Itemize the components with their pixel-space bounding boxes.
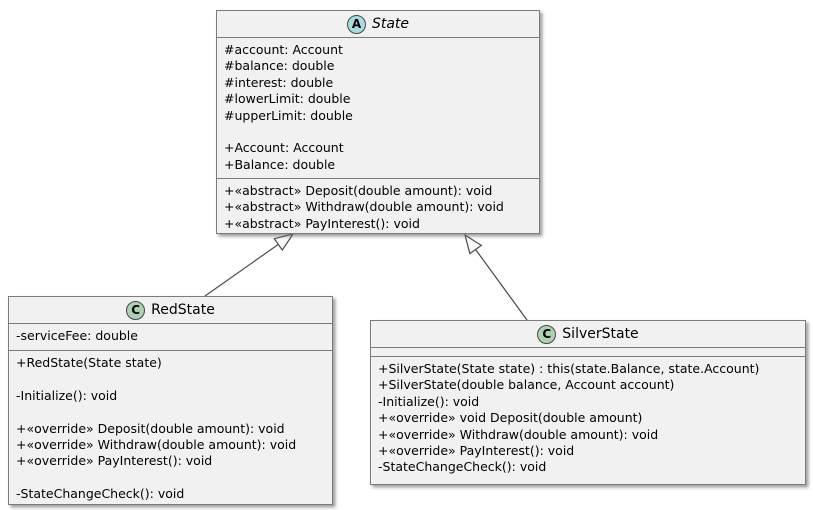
inheritance-arrow-silverstate-to-state	[464, 233, 528, 321]
method-row: +SilverState(State state) : this(state.B…	[378, 361, 760, 376]
attribute-row: #balance: double	[224, 58, 335, 74]
class-header-redstate: C RedState	[9, 297, 332, 324]
attribute-row: #interest: double	[224, 74, 334, 90]
method-row: +«abstract» Withdraw(double amount): voi…	[224, 199, 504, 215]
method-row: -StateChangeCheck(): void	[16, 486, 185, 502]
attribute-row: +Account: Account	[224, 140, 344, 156]
class-box-silverstate[interactable]: C SilverState +SilverState(State state) …	[370, 320, 806, 485]
methods-compartment-state: +«abstract» Deposit(double amount): void…	[217, 178, 539, 233]
method-row: +«override» PayInterest(): void	[16, 453, 213, 469]
class-icon: C	[126, 300, 146, 320]
method-row: +«abstract» Deposit(double amount): void	[224, 183, 493, 198]
method-row: +«override» PayInterest(): void	[378, 443, 575, 459]
method-row: +«override» void Deposit(double amount)	[378, 410, 643, 426]
method-row: +SilverState(double balance, Account acc…	[378, 377, 675, 393]
abstract-class-icon: A	[346, 14, 366, 34]
method-row: +RedState(State state)	[16, 355, 162, 370]
attributes-compartment-state: #account: Account#balance: double#intere…	[217, 38, 539, 178]
method-row: +«override» Deposit(double amount): void	[16, 420, 285, 436]
method-row: +«override» Withdraw(double amount): voi…	[16, 437, 297, 453]
attribute-row: #account: Account	[224, 42, 343, 57]
method-row	[16, 404, 325, 420]
attribute-row: -serviceFee: double	[16, 328, 138, 343]
class-header-silverstate: C SilverState	[371, 321, 805, 348]
method-row: -Initialize(): void	[378, 393, 480, 409]
methods-compartment-redstate: +RedState(State state) -Initialize(): vo…	[9, 350, 332, 504]
class-title-redstate: RedState	[151, 302, 215, 318]
method-row: -StateChangeCheck(): void	[378, 459, 547, 475]
attribute-row: +Balance: double	[224, 156, 336, 172]
attribute-row: #lowerLimit: double	[224, 91, 351, 107]
attributes-compartment-silverstate	[371, 348, 805, 356]
method-row	[16, 371, 325, 387]
attributes-compartment-redstate: -serviceFee: double	[9, 324, 332, 350]
attribute-row: #upperLimit: double	[224, 107, 353, 123]
method-row: +«abstract» PayInterest(): void	[224, 215, 420, 231]
class-box-state[interactable]: A State #account: Account#balance: doubl…	[216, 10, 540, 234]
attribute-row	[224, 124, 532, 140]
class-title-state: State	[371, 16, 410, 32]
class-title-silverstate: SilverState	[562, 326, 639, 342]
class-box-redstate[interactable]: C RedState -serviceFee: double +RedState…	[8, 296, 333, 505]
class-icon: C	[537, 324, 557, 344]
methods-compartment-silverstate: +SilverState(State state) : this(state.B…	[371, 356, 805, 484]
class-header-state: A State	[217, 11, 539, 38]
method-row: -Initialize(): void	[16, 387, 118, 403]
inheritance-arrow-redstate-to-state	[204, 233, 295, 297]
method-row: +«override» Withdraw(double amount): voi…	[378, 426, 659, 442]
method-row	[16, 470, 325, 486]
